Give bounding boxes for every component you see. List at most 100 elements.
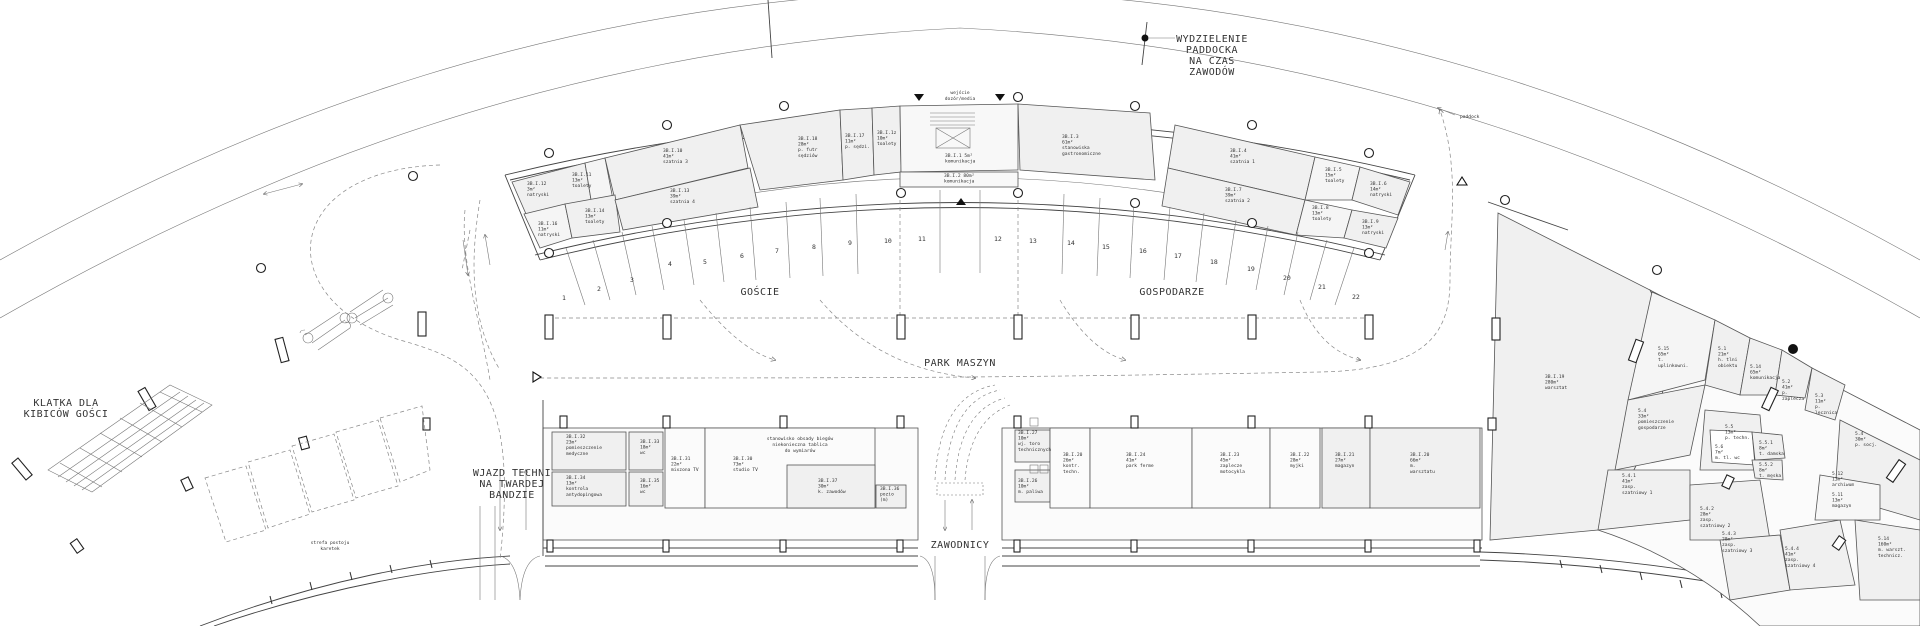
room-label-line: t. damska — [1759, 451, 1784, 457]
room-label-line: 39m² — [1225, 193, 1236, 199]
room-label-line: 65m² — [1658, 352, 1669, 358]
room-label-line: 3B.I.34 — [566, 475, 586, 481]
room-label-line: 3B.I.8 — [1312, 205, 1329, 211]
structural-columns — [11, 91, 1907, 554]
room-label-line: natryski — [1362, 230, 1384, 236]
room-label-line: 5.11 — [1832, 492, 1843, 498]
room-label-line: 13m² — [572, 178, 583, 184]
room-label-line: k. zawodów — [818, 488, 846, 495]
box-number: 8 — [812, 243, 816, 251]
room-label-line: magazyn — [1335, 464, 1355, 469]
room-label-line: 28m² — [1722, 537, 1733, 543]
room-label-line: 5.6 — [1715, 444, 1724, 450]
room-label-line: 28m² — [798, 142, 809, 148]
room-label-line: gospodarze — [1638, 425, 1666, 431]
box-number: 19 — [1247, 265, 1255, 273]
hosts-label: GOSPODARZE — [1139, 287, 1204, 298]
room-label-line: komunikacja — [1750, 375, 1781, 381]
room-label-line: komunikacja — [945, 159, 976, 165]
room-label-line: szatnia 1 — [1230, 159, 1255, 165]
room-label-line: 41m² — [1230, 154, 1241, 160]
box-number: 13 — [1029, 237, 1037, 245]
room-label-line: p. futr — [798, 147, 818, 153]
room-label-line: zasp. — [1622, 485, 1636, 490]
box-number: 7 — [775, 247, 779, 255]
guests-label: GOŚCIE — [740, 285, 779, 298]
paddock-arrow-label: paddock — [1460, 114, 1480, 120]
room-label-line: zasp. — [1700, 518, 1714, 523]
room-label-line: pomieszczenie — [566, 445, 602, 451]
room-label-line: 3B.I.31 — [671, 456, 691, 462]
room-label-line: 280m² — [1545, 380, 1559, 386]
room-label-line: 5.5.2 — [1759, 462, 1773, 468]
room-label-line: wc — [640, 451, 646, 456]
room-label-line: motocykla — [1220, 469, 1245, 475]
ambulance-parking — [204, 405, 431, 543]
room-label-line: 26m² — [1063, 458, 1074, 464]
room-label-line: 13m² — [585, 214, 596, 220]
room-label-line: 16m² — [640, 484, 651, 490]
room-label-line: technicz. — [1878, 553, 1903, 559]
room-label-line: 11m² — [845, 139, 856, 145]
room-label-line: zaplecza — [1782, 396, 1804, 402]
room-label-line: p. sędzi. — [845, 144, 870, 150]
room-label-line: 3B.I.2 80m² — [944, 173, 974, 179]
room-label-line: 3B.I.18 — [798, 136, 818, 142]
box-number: 3 — [630, 276, 634, 284]
svg-text:niekonieczna tablica: niekonieczna tablica — [772, 442, 828, 448]
room-label-line: 13m² — [566, 481, 577, 487]
room-label-line: archiwum — [1832, 482, 1854, 488]
room-label-line: 61m² — [1062, 140, 1073, 146]
room-label-line: 14m² — [1370, 187, 1381, 193]
room-label-line: 3B.I.22 — [1290, 452, 1310, 458]
room-label-line: 160m² — [1878, 542, 1892, 548]
room-label-line: 3B.I.9 — [1362, 219, 1379, 225]
room-label-line: 3B.I.30 — [733, 456, 753, 462]
svg-text:ZAWODÓW: ZAWODÓW — [1189, 65, 1235, 78]
fan-cage — [47, 384, 213, 493]
room-label-line: 3B.I.14 — [585, 208, 605, 214]
right-wing — [1487, 201, 1920, 626]
room-label-line: szatnia 4 — [670, 199, 695, 205]
room-label-line: 3B.I.26 — [1018, 478, 1038, 484]
room-label-line: 3B.I.36 — [880, 486, 900, 492]
room-label-line: kontr. — [1063, 463, 1080, 469]
room-label-line: myjki — [1290, 463, 1304, 469]
room-label-line: 66m² — [1410, 458, 1421, 464]
room-label-line: 5.2 — [1782, 379, 1791, 385]
room-label-line: (m) — [880, 497, 888, 503]
room-label-line: 39m² — [670, 194, 681, 200]
room-label-line: 3B.I.1z — [877, 130, 897, 136]
riders-label: ZAWODNICY — [931, 540, 990, 551]
room-label-line: natryski — [1370, 192, 1392, 198]
room-label-line: 3B.I.3 — [1062, 134, 1079, 140]
room-label-line: 30m² — [818, 484, 829, 490]
room-label-line: 3B.I.32 — [566, 434, 586, 440]
room-label-line: 3B.I.1 5m² — [945, 153, 973, 159]
svg-text:dozór/media: dozór/media — [945, 95, 976, 102]
room-label-line: toalety — [1325, 178, 1345, 184]
circulation-paths — [264, 108, 1456, 561]
room-label-line: 5.4.2 — [1700, 506, 1714, 512]
room-label-line: 3B.I.20 — [1063, 452, 1083, 458]
pit-box-dividers — [565, 190, 1355, 306]
box-number: 10 — [884, 237, 892, 245]
